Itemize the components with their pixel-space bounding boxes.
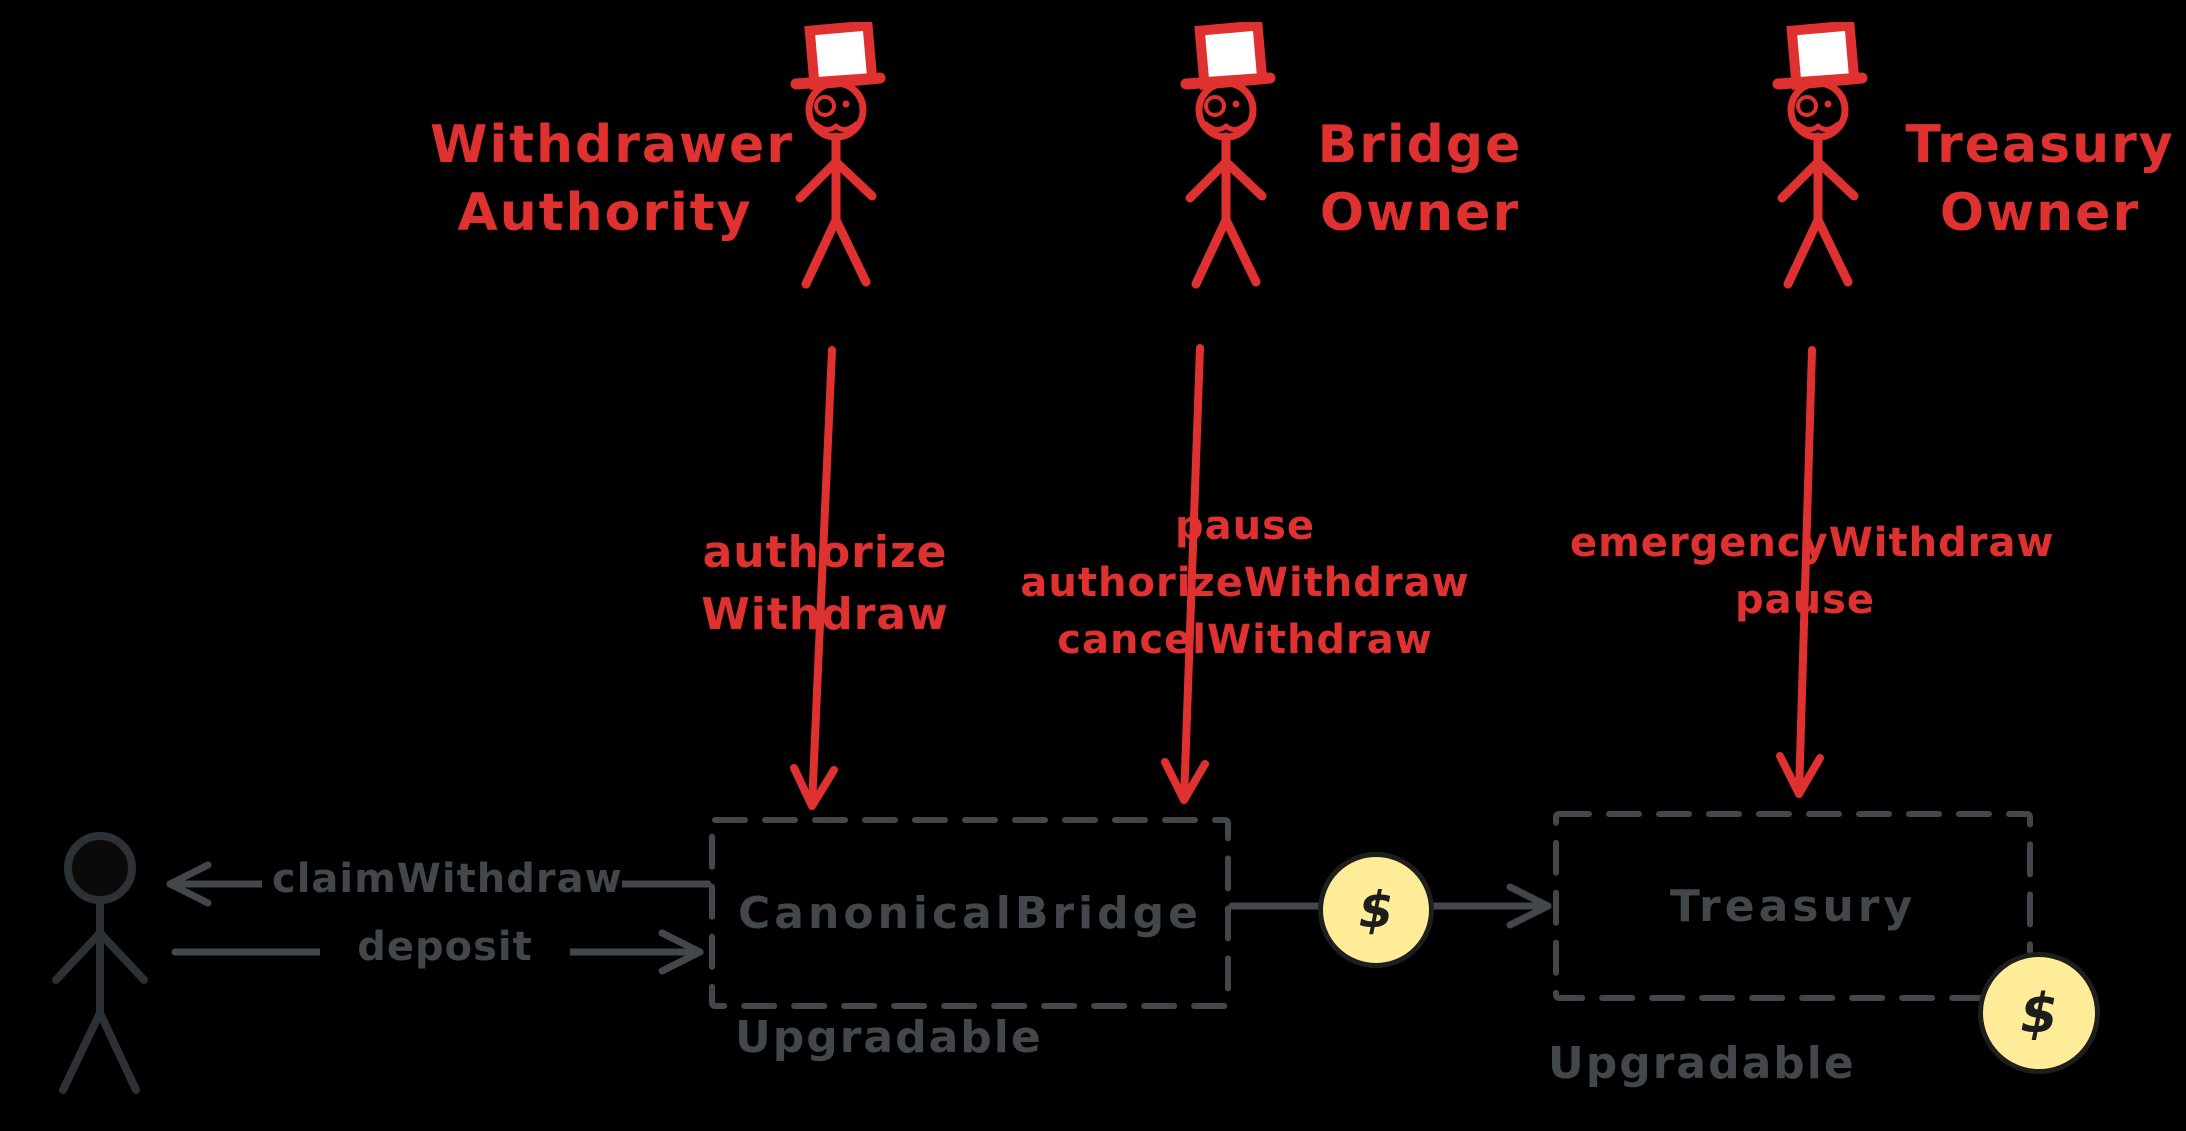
withdrawer-authority-label: Withdrawer Authority [430,115,794,243]
treasury-title: Treasury [1669,880,1917,932]
bridge-owner-arrow [1161,344,1209,804]
treasury-coin-icon: $ [1978,952,2100,1074]
claim-withdraw-label: claimWithdraw [262,856,622,902]
canonical-bridge-box [709,817,1231,1009]
mustache-icon [1203,121,1249,132]
authorize-withdraw-arrow [790,346,838,810]
monocle-icon [1796,95,1818,117]
mustache-icon [813,121,859,132]
mustache-icon [1795,121,1841,132]
monocle-icon [1204,95,1226,117]
money-coin-icon: $ [1318,852,1434,968]
withdrawer-actions-label: authorize Withdraw [701,527,949,641]
dollar-symbol: $ [1358,881,1394,939]
treasury-owner-icon [1772,22,1868,289]
bridge-upgradable-note: Upgradable [735,1012,1043,1063]
canonical-bridge-title: CanonicalBridge [738,887,1202,939]
treasury-owner-arrow [1776,346,1824,798]
head [64,832,136,904]
user-icon [52,832,148,1094]
monocle-icon [814,95,836,117]
dollar-symbol: $ [2020,981,2058,1045]
treasury-owner-actions-label: emergencyWithdraw pause [1570,520,2055,623]
treasury-box [1553,811,2033,1001]
bridge-owner-actions-label: pause authorizeWithdraw cancelWithdraw [1020,503,1470,663]
treasury-owner-label: Treasury Owner [1905,115,2175,243]
deposit-label: deposit [320,924,570,970]
treasury-title-wrap: Treasury [1556,814,2030,998]
canonical-bridge-title-wrap: CanonicalBridge [712,820,1228,1006]
bridge-owner-label: Bridge Owner [1317,115,1523,243]
treasury-upgradable-note: Upgradable [1548,1038,1856,1089]
withdrawer-authority-icon [790,22,886,289]
bridge-owner-icon [1180,22,1276,289]
